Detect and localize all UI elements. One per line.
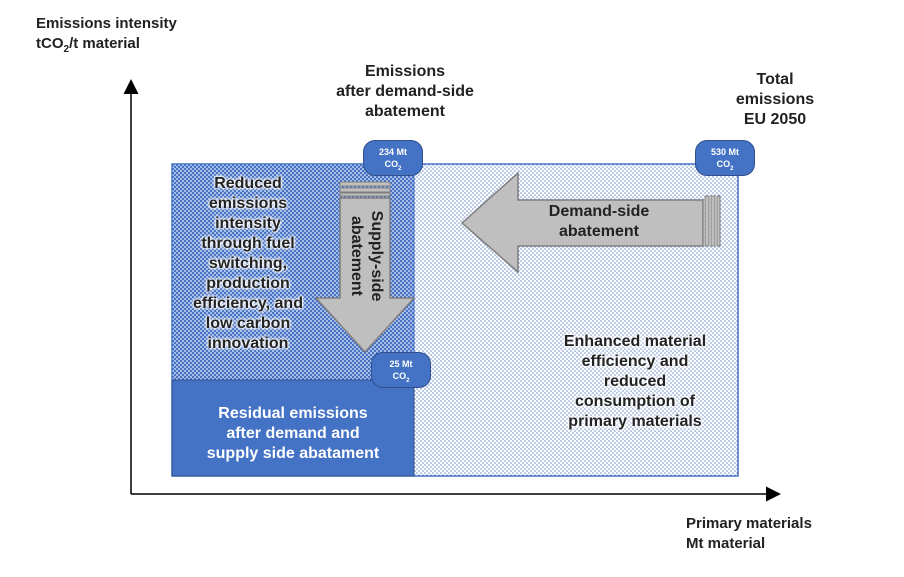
total-emissions-badge: 530 Mt CO2: [695, 140, 755, 176]
residual-region-text: Residual emissions after demand and supp…: [206, 405, 380, 462]
y-axis-label-line2: tCO2/t material: [36, 35, 140, 55]
supply-arrow-stripe-1: [339, 181, 391, 187]
residual-badge: 25 Mt CO2: [371, 352, 431, 388]
demand-side-label: Demand-side abatement: [548, 203, 650, 240]
supply-arrow-stripe-2: [339, 187, 391, 193]
after-demand-header: Emissions after demand-side abatement: [336, 63, 474, 120]
total-emissions-header: Total emissions EU 2050: [735, 71, 815, 128]
supply-side-label: Supply-side abatement: [348, 210, 385, 302]
supply-arrow-stripe-3: [339, 192, 391, 197]
x-axis-label: Primary materials Mt material: [686, 514, 812, 554]
demand-arrow-stripe-3: [716, 195, 721, 247]
demand-arrow-stripe-2: [710, 195, 716, 247]
demand-arrow-stripe-1: [704, 195, 710, 247]
after-demand-badge: 234 Mt CO2: [363, 140, 423, 176]
supply-side-arrow: [314, 197, 416, 354]
intensity-region-text: Reduced emissions intensity through fuel…: [193, 175, 303, 352]
material-region-text: Enhanced material efficiency and reduced…: [563, 333, 707, 430]
y-axis-label-line1: Emissions intensity: [36, 15, 177, 32]
demand-side-arrow: [460, 171, 704, 274]
x-axis-label-line2: Mt material: [686, 535, 766, 552]
residual-emissions-region: [171, 379, 415, 477]
y-axis-label: Emissions intensity tCO2/t material: [36, 14, 177, 60]
x-axis-label-line1: Primary materials: [686, 515, 812, 532]
